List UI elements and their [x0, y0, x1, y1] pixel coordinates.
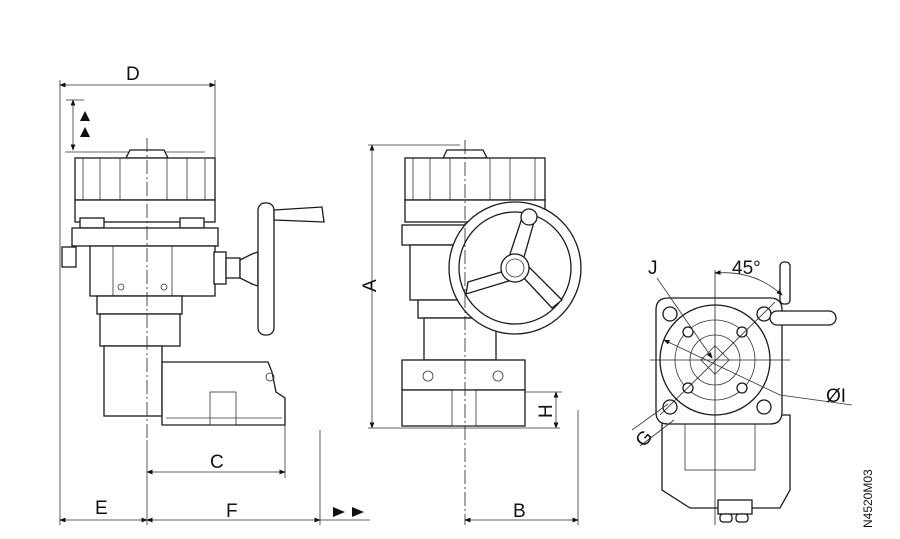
handwheel-knob	[779, 261, 791, 305]
dimension-label-a: A	[360, 279, 381, 292]
dimension-label-e: E	[95, 498, 108, 519]
gearbox-detail	[209, 391, 237, 426]
extension-line	[631, 403, 669, 431]
triangle-symbol	[80, 127, 90, 137]
handwheel-coupling	[239, 251, 259, 287]
screw	[265, 372, 275, 382]
cover-ribs	[412, 158, 536, 200]
dimension-label-f: F	[226, 501, 238, 522]
drawing-code: N4520M03	[861, 469, 875, 528]
extension-line	[639, 419, 675, 447]
handwheel-coupling	[213, 251, 227, 285]
handwheel-handle	[769, 310, 837, 326]
triangle-symbol	[80, 111, 90, 121]
screw	[422, 370, 434, 382]
dimension-label-j: J	[648, 258, 658, 279]
gearbox	[161, 361, 286, 426]
cover-clamp	[79, 217, 105, 229]
cable-entry-block	[717, 499, 753, 515]
actuator-body	[89, 245, 216, 297]
leader-line-i	[779, 394, 853, 406]
housing-flange	[71, 227, 219, 247]
handwheel-rim-inner	[458, 211, 572, 325]
lower-body	[661, 414, 791, 509]
lower-column	[99, 313, 181, 347]
front-view: A H B	[360, 140, 582, 525]
dimension-label-c: C	[210, 452, 224, 473]
handwheel-handle	[273, 206, 325, 223]
screw	[492, 370, 504, 382]
cable-gland	[61, 246, 77, 268]
handwheel-knob	[520, 208, 538, 226]
triangle-symbol	[352, 507, 364, 517]
gearbox-detail	[451, 389, 477, 427]
motor-cover-base	[74, 199, 216, 223]
dimension-label-b: B	[513, 501, 526, 522]
gearbox-base	[401, 389, 526, 427]
motor-cover	[74, 157, 216, 201]
dimension-line-i	[663, 339, 781, 396]
angle-arc	[714, 270, 783, 296]
angle-label: 45°	[732, 258, 761, 279]
screw	[160, 283, 168, 291]
cable-gland	[719, 513, 733, 523]
leader-line-j	[656, 277, 713, 359]
cover-ribs	[82, 158, 206, 200]
flange-view: 45° J ØI G N4520M03	[632, 258, 875, 528]
triangle-symbol	[333, 507, 345, 517]
handwheel-coupling	[225, 257, 241, 279]
dimension-label-h: H	[536, 404, 557, 418]
handwheel	[257, 202, 275, 336]
side-view: D	[59, 64, 370, 525]
cover-clamp	[179, 217, 205, 229]
dimension-label-g: G	[632, 426, 658, 451]
handwheel-hub-inner	[505, 258, 525, 278]
handwheel-hub	[500, 253, 530, 283]
dimension-label-d: D	[126, 64, 140, 85]
lower-column	[96, 295, 183, 315]
dimension-label-i: ØI	[826, 386, 846, 407]
motor-cover	[404, 157, 546, 201]
diagonal-centerline	[659, 301, 776, 416]
screw	[117, 283, 125, 291]
gearbox	[401, 359, 526, 391]
gearbox-housing	[103, 345, 163, 417]
cable-gland	[735, 513, 749, 523]
